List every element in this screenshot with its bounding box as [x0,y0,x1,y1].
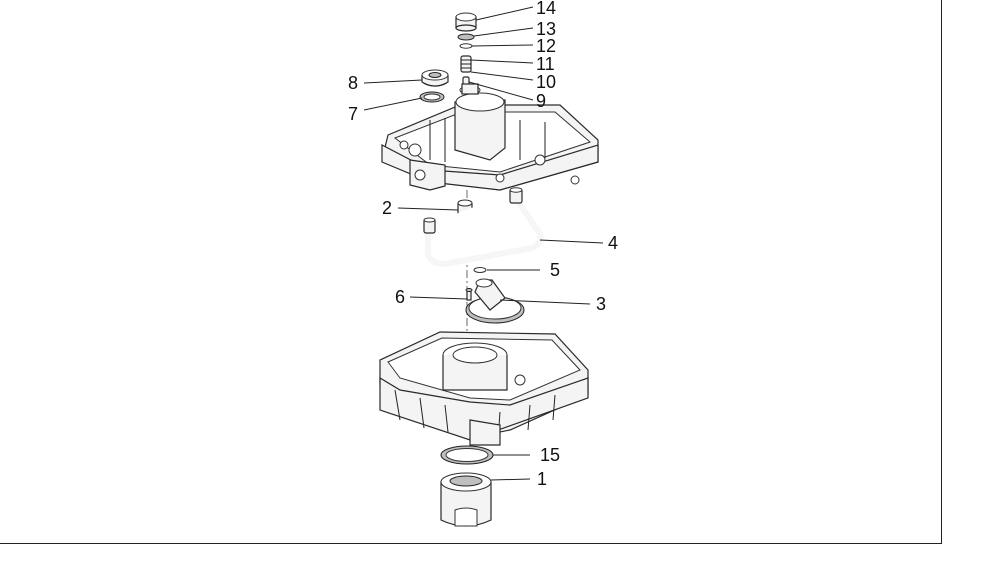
leader-4 [539,239,604,244]
callout-9: 9 [536,91,546,111]
callout-7: 7 [348,104,358,124]
callout-5: 5 [550,260,560,280]
callout-14: 14 [536,0,556,18]
part-1-oil-filter [440,472,492,527]
part-5-o-ring [473,267,487,273]
leader-10 [470,71,534,81]
part-13-washer [457,33,475,41]
leader-1 [490,478,531,481]
callout-15: 15 [540,445,560,465]
part-7-seal-ring [419,91,445,103]
leader-3 [499,299,591,305]
part-4-pipe [423,187,544,268]
part-14-plug [455,12,477,32]
leader-13 [473,27,534,37]
part-11-spring [460,55,472,73]
callout-6: 6 [395,287,405,307]
leader-9 [468,81,534,101]
leader-7 [363,97,423,111]
part-3-strainer [465,278,525,324]
part-12-ring [459,43,473,49]
part-8-cap [421,69,449,87]
leader-14 [475,6,534,21]
part-15-gasket [440,445,494,465]
callout-4: 4 [608,233,618,253]
part-6-screw [465,288,473,301]
diagram-frame [0,0,942,544]
oil-sump [379,331,589,446]
callout-1: 1 [537,469,547,489]
callout-13: 13 [536,19,556,39]
callout-labels: 14 13 12 11 10 9 8 7 2 4 5 6 3 15 1 [348,0,618,489]
callout-3: 3 [596,294,606,314]
callout-10: 10 [536,72,556,92]
leader-lines [363,6,604,481]
callout-12: 12 [536,36,556,56]
callout-8: 8 [348,73,358,93]
leader-8 [363,79,423,84]
upper-housing [381,83,599,191]
leader-2 [397,207,459,211]
callout-11: 11 [536,54,555,74]
callout-2: 2 [382,198,392,218]
leader-6 [409,296,468,300]
leader-12 [471,44,534,47]
leader-11 [470,59,534,64]
